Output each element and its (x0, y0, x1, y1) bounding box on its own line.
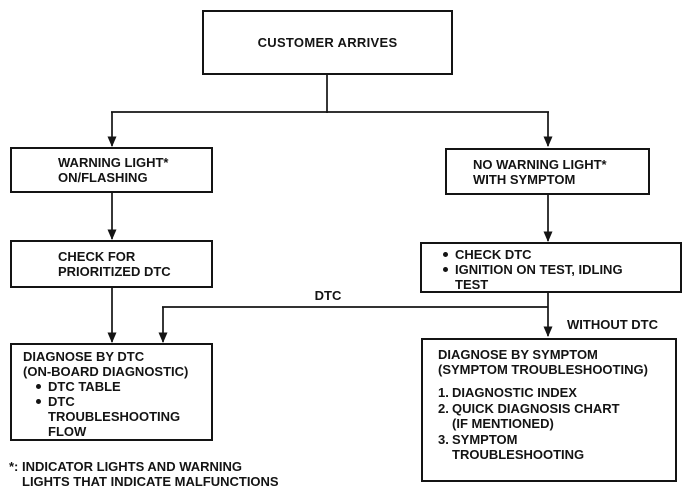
node-label: WITH SYMPTOM (473, 171, 576, 187)
footnote-line: LIGHTS THAT INDICATE MALFUNCTIONS (22, 474, 279, 489)
node-heading: DIAGNOSE BY SYMPTOM (438, 347, 598, 362)
node-label: CHECK FOR (58, 249, 136, 264)
list-text: DIAGNOSTIC INDEX (452, 385, 577, 400)
node-heading: (SYMPTOM TROUBLESHOOTING) (438, 362, 648, 377)
bullet-text: TROUBLESHOOTING (48, 409, 181, 424)
node-check-prioritized-dtc: CHECK FOR PRIORITIZED DTC (10, 240, 213, 288)
bullet-text: FLOW (48, 424, 87, 439)
numbered-item: 2. QUICK DIAGNOSIS CHART (IF MENTIONED) (438, 401, 671, 432)
bullet-icon (36, 384, 41, 389)
node-check-dtc: CHECK DTC IGNITION ON TEST, IDLING TEST (420, 242, 682, 293)
bullet-item: CHECK DTC (442, 247, 676, 262)
numbered-list: 1. DIAGNOSTIC INDEX 2. QUICK DIAGNOSIS C… (438, 385, 671, 463)
list-text: (IF MENTIONED) (452, 416, 554, 431)
bullet-text: DTC (48, 394, 75, 409)
node-customer-arrives: CUSTOMER ARRIVES (202, 10, 453, 75)
list-number: 1. (438, 385, 449, 400)
node-warning-light: WARNING LIGHT* ON/FLASHING (10, 147, 213, 193)
node-label: ON/FLASHING (58, 170, 148, 185)
node-label: WARNING LIGHT* (58, 155, 169, 170)
bullet-text: DTC TABLE (48, 379, 121, 394)
numbered-item: 1. DIAGNOSTIC INDEX (438, 385, 671, 401)
bullet-icon (443, 252, 448, 257)
node-diagnose-by-symptom: DIAGNOSE BY SYMPTOM (SYMPTOM TROUBLESHOO… (421, 338, 677, 482)
node-label: CUSTOMER ARRIVES (257, 35, 398, 50)
list-text: SYMPTOM (452, 431, 518, 447)
bullet-text: CHECK DTC (455, 247, 532, 262)
bullet-text: IGNITION ON TEST, IDLING (455, 262, 623, 277)
node-label: NO WARNING LIGHT* (473, 156, 607, 172)
bullet-item: DTC TROUBLESHOOTING FLOW (35, 394, 209, 439)
footnote-line: *: INDICATOR LIGHTS AND WARNING (9, 459, 243, 474)
node-no-warning-light: NO WARNING LIGHT* WITH SYMPTOM (445, 148, 650, 195)
footnote: *: INDICATOR LIGHTS AND WARNING LIGHTS T… (9, 459, 279, 489)
bullet-text: TEST (455, 277, 489, 292)
edge-label-dtc: DTC (314, 288, 342, 303)
numbered-item: 3. SYMPTOM TROUBLESHOOTING (438, 432, 671, 463)
bullet-item: DTC TABLE (35, 379, 209, 394)
node-label: PRIORITIZED DTC (58, 264, 171, 279)
list-number: 3. (438, 431, 449, 447)
list-text: QUICK DIAGNOSIS CHART (452, 400, 620, 416)
list-text: TROUBLESHOOTING (452, 447, 585, 462)
bullet-item: IGNITION ON TEST, IDLING TEST (442, 262, 676, 292)
node-heading: DIAGNOSE BY DTC (23, 349, 145, 364)
node-heading: (ON-BOARD DIAGNOSTIC) (23, 364, 189, 379)
node-diagnose-by-dtc: DIAGNOSE BY DTC (ON-BOARD DIAGNOSTIC) DT… (10, 343, 213, 441)
edge-label-without-dtc: WITHOUT DTC (567, 317, 658, 332)
list-number: 2. (438, 400, 449, 416)
bullet-icon (443, 267, 448, 272)
bullet-icon (36, 399, 41, 404)
